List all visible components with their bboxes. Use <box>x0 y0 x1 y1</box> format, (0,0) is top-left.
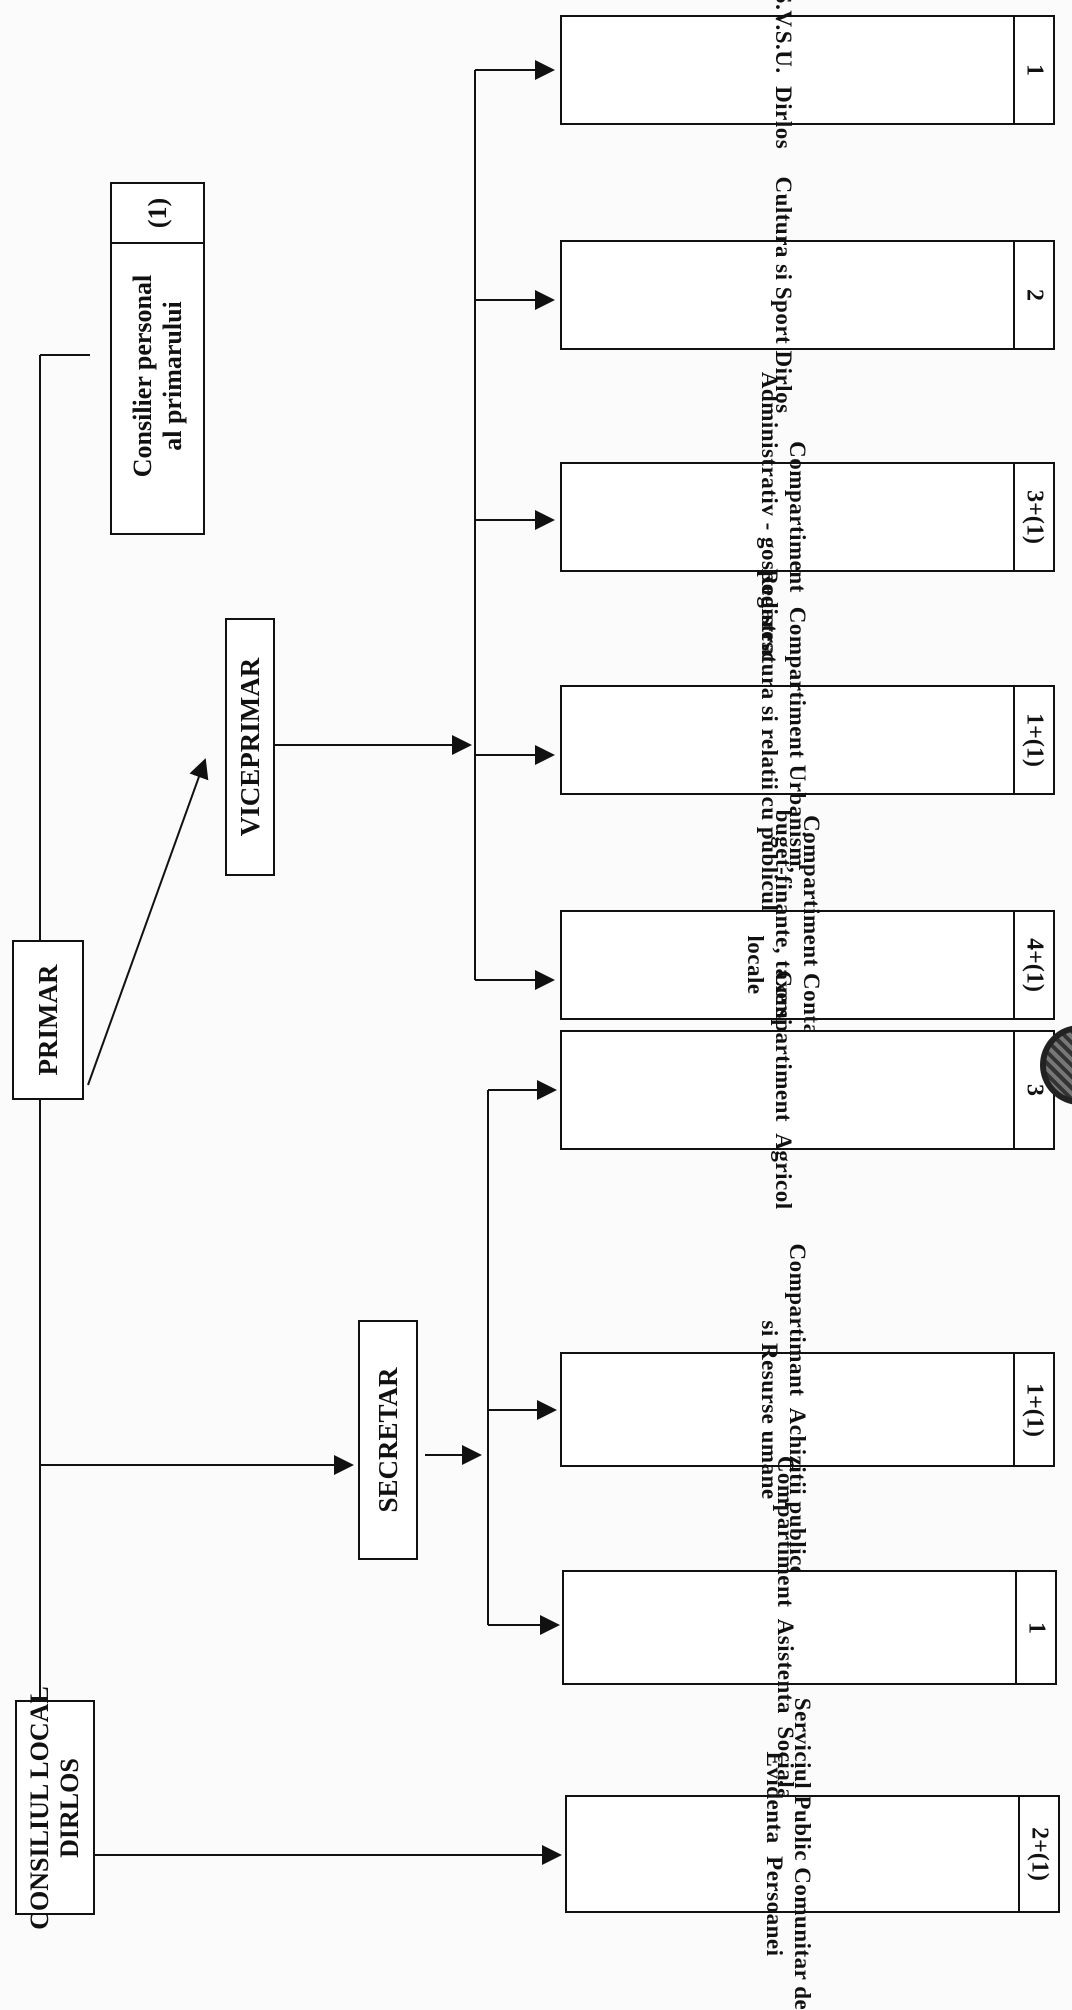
dept-achizitii: 1+(1) Compartimant Achizitii publice si … <box>560 1243 1055 1576</box>
dept-contabilitate: 4+(1) Compartiment Contabilitate, buget-… <box>560 810 1055 1120</box>
dept-administrativ: 3+(1) Compartiment Administrativ - gospo… <box>560 372 1055 662</box>
dept-count-cell: 1 <box>1015 1572 1055 1683</box>
dept-count-cell: 2+(1) <box>1018 1797 1058 1911</box>
dept-cultura: 2 Cultura si Sport Dirlos <box>560 176 1055 414</box>
dept-count: 2 <box>1021 289 1048 301</box>
dept-count: 1 <box>1021 64 1048 76</box>
dept-count-cell: 3 <box>1013 1032 1053 1148</box>
dept-count-cell: 4+(1) <box>1013 912 1053 1018</box>
node-council: CONSILIUL LOCAL DIRLOS <box>15 1686 95 1929</box>
dept-asistenta: 1 Compartiment Asistenta Sociala <box>562 1455 1057 1800</box>
dept-count: 3+(1) <box>1021 490 1048 544</box>
advisor-label: Consilier personal al primarului <box>127 274 187 478</box>
dept-count-cell: 2 <box>1013 242 1053 348</box>
dept-count: 2+(1) <box>1026 1827 1053 1881</box>
node-advisor: (1) Consilier personal al primarului <box>110 182 205 535</box>
node-deputy-mayor: VICEPRIMAR <box>225 618 275 876</box>
node-secretary-label: SECRETAR <box>373 1367 403 1513</box>
dept-count: 3 <box>1021 1084 1048 1096</box>
dept-evidenta: 2+(1) Serviciul Public Comunitar de Evid… <box>565 1698 1060 2010</box>
org-chart: CONSILIUL LOCAL DIRLOS PRIMAR VICEPRIMAR… <box>12 0 1072 2010</box>
dept-count: 1+(1) <box>1021 713 1048 767</box>
connector-lines <box>39 60 562 1865</box>
dept-count-cell: 3+(1) <box>1013 464 1053 570</box>
dept-name: Compartiment Agricol <box>770 970 796 1210</box>
dept-svsu: 1 S.V.S.U. Dirlos <box>560 0 1055 149</box>
dept-name: S.V.S.U. Dirlos <box>770 0 796 150</box>
dept-count: 1+(1) <box>1021 1382 1048 1437</box>
arrow-primar-viceprimar <box>87 758 209 1086</box>
node-council-label: CONSILIUL LOCAL DIRLOS <box>25 1685 84 1930</box>
dept-count: 1 <box>1023 1621 1050 1634</box>
dept-count-cell: 1 <box>1013 17 1053 123</box>
advisor-count-cell: (1) <box>112 184 203 244</box>
dept-count-cell: 1+(1) <box>1013 1354 1053 1465</box>
node-mayor-label: PRIMAR <box>33 964 63 1076</box>
dept-count-cell: 1+(1) <box>1013 687 1053 793</box>
dept-agricol: 3 Compartiment Agricol <box>560 970 1055 1210</box>
node-deputy-mayor-label: VICEPRIMAR <box>235 657 265 837</box>
dept-count: 4+(1) <box>1021 938 1048 992</box>
node-mayor: PRIMAR <box>12 940 84 1100</box>
dept-name: Serviciul Public Comunitar de Evidenta P… <box>761 1697 815 2010</box>
advisor-count: (1) <box>142 197 172 229</box>
dept-urbanism: 1+(1) Compartiment Urbanism, Registratur… <box>560 569 1055 911</box>
node-secretary: SECRETAR <box>358 1320 418 1560</box>
